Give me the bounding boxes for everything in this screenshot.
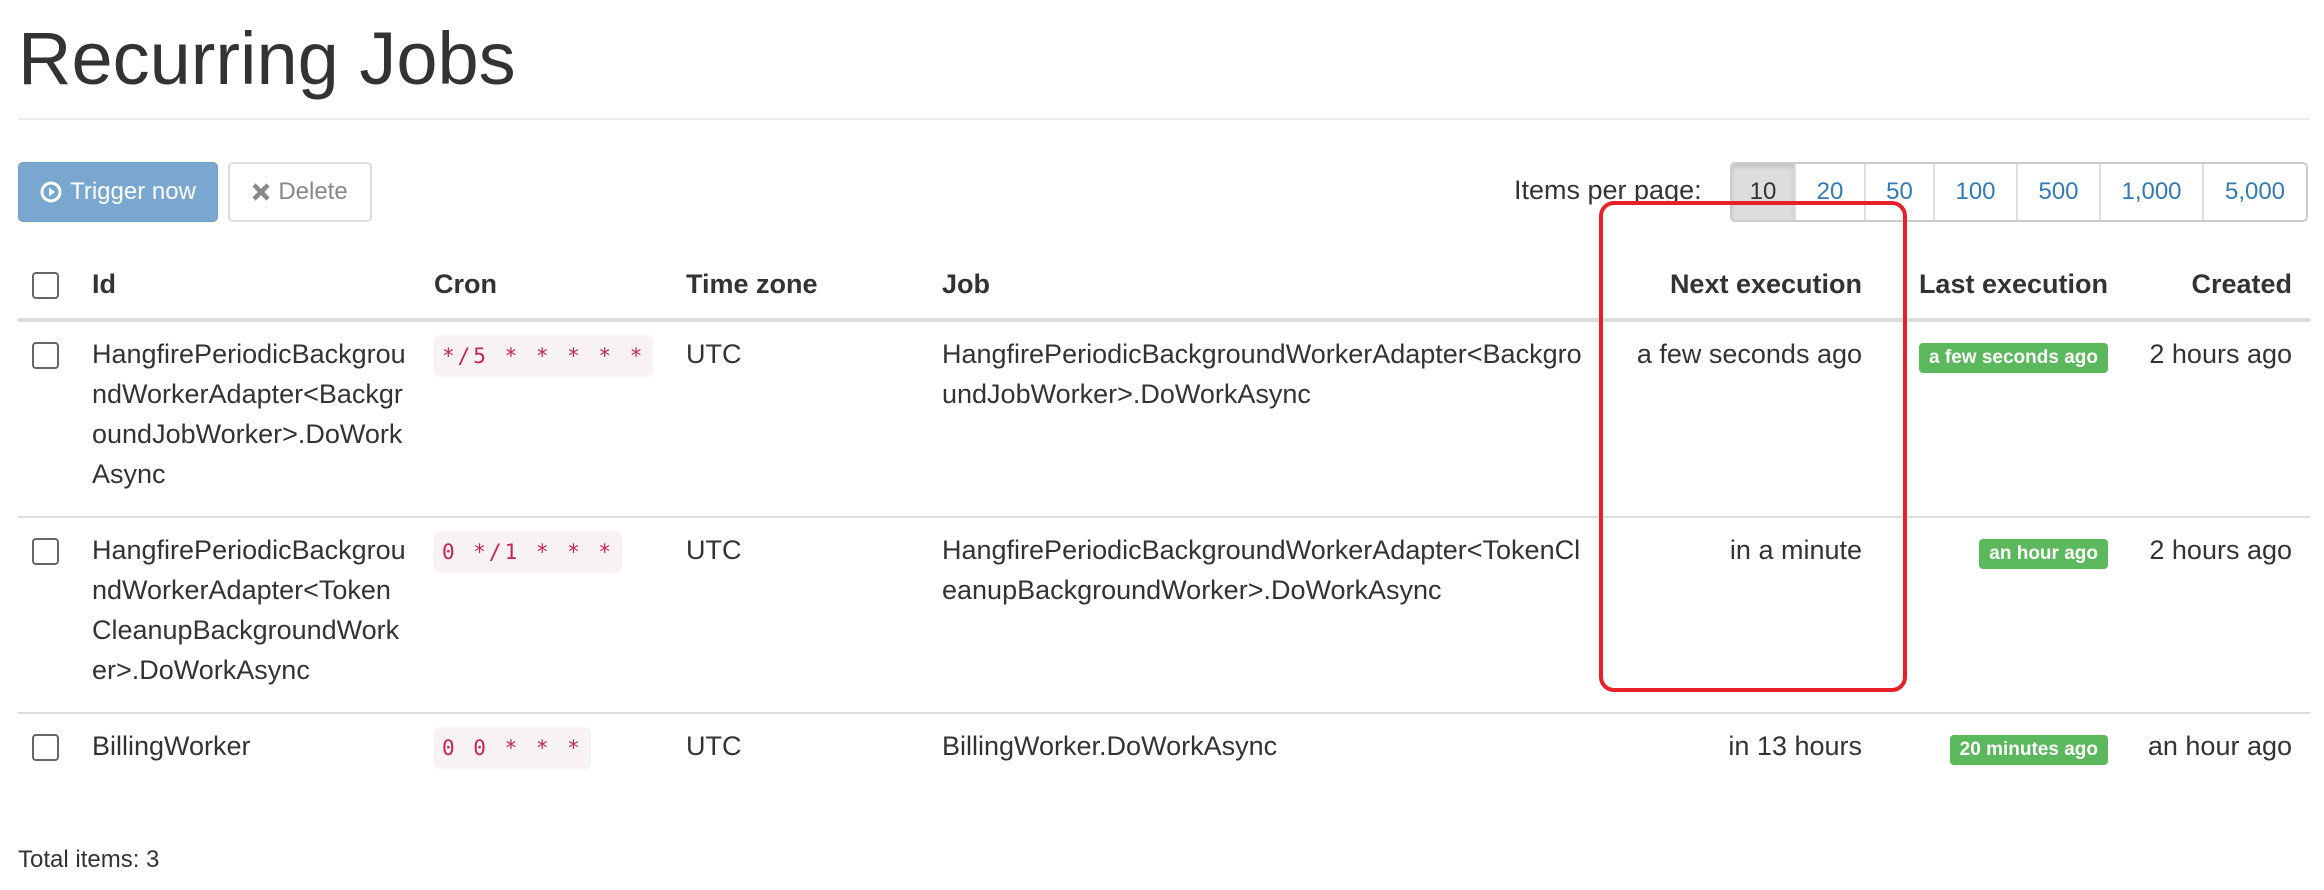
table-row: HangfirePeriodicBackgroundWorkerAdapter<… [18, 516, 2310, 713]
next-execution: in 13 hours [1590, 712, 1880, 794]
last-execution-badge[interactable]: a few seconds ago [1919, 343, 2108, 373]
page-size-1000[interactable]: 1,000 [2099, 164, 2202, 220]
page-size-5000[interactable]: 5,000 [2202, 164, 2306, 220]
divider [18, 118, 2310, 120]
header-job[interactable]: Job [928, 250, 1590, 322]
last-execution-badge[interactable]: an hour ago [1979, 539, 2108, 569]
timezone: UTC [686, 339, 742, 369]
close-icon [252, 183, 270, 201]
created: an hour ago [2126, 712, 2310, 794]
job-name: BillingWorker.DoWorkAsync [928, 712, 1590, 794]
last-execution-badge[interactable]: 20 minutes ago [1949, 735, 2108, 765]
header-timezone[interactable]: Time zone [672, 250, 928, 322]
job-name: HangfirePeriodicBackgroundWorkerAdapter<… [928, 516, 1590, 713]
page-size-100[interactable]: 100 [1933, 164, 2016, 220]
page-size-10[interactable]: 10 [1732, 164, 1794, 220]
header-next-execution[interactable]: Next execution [1590, 250, 1880, 322]
trigger-now-button[interactable]: Trigger now [18, 162, 218, 222]
job-id[interactable]: HangfirePeriodicBackgroundWorkerAdapter<… [92, 339, 406, 489]
page-size-500[interactable]: 500 [2016, 164, 2099, 220]
job-id[interactable]: HangfirePeriodicBackgroundWorkerAdapter<… [78, 516, 420, 713]
play-circle-icon [40, 181, 62, 203]
page-size-20[interactable]: 20 [1794, 164, 1864, 220]
row-checkbox[interactable] [32, 734, 59, 761]
select-all-checkbox[interactable] [32, 271, 59, 299]
cron-expression: */5 * * * * * [434, 335, 654, 377]
created: 2 hours ago [2149, 339, 2292, 369]
table-row: HangfirePeriodicBackgroundWorkerAdapter<… [18, 320, 2310, 517]
created: 2 hours ago [2126, 516, 2310, 713]
cron-expression: 0 0 * * * [434, 727, 591, 769]
recurring-jobs-table: Id Cron Time zone Job Next execution Las… [18, 250, 2310, 794]
row-checkbox[interactable] [32, 538, 59, 565]
items-per-page-selector: 10 20 50 100 500 1,000 5,000 [1730, 162, 2308, 222]
trigger-now-label: Trigger now [70, 178, 196, 205]
total-items: Total items: 3 [18, 846, 160, 873]
items-per-page-label: Items per page: [1514, 175, 1702, 205]
header-created[interactable]: Created [2126, 250, 2310, 322]
timezone: UTC [672, 516, 928, 713]
delete-button[interactable]: Delete [228, 162, 372, 222]
next-execution: in a minute [1590, 516, 1880, 713]
page-size-50[interactable]: 50 [1864, 164, 1933, 220]
delete-label: Delete [278, 178, 348, 205]
job-id[interactable]: BillingWorker [78, 712, 420, 794]
page-title: Recurring Jobs [18, 17, 516, 100]
header-cron[interactable]: Cron [420, 250, 672, 322]
job-name: HangfirePeriodicBackgroundWorkerAdapter<… [942, 339, 1582, 409]
cron-expression: 0 */1 * * * [434, 531, 623, 573]
timezone: UTC [672, 712, 928, 794]
row-checkbox[interactable] [32, 342, 59, 369]
table-header-row: Id Cron Time zone Job Next execution Las… [18, 250, 2310, 322]
next-execution: a few seconds ago [1636, 339, 1862, 369]
header-id[interactable]: Id [78, 250, 420, 322]
header-last-execution[interactable]: Last execution [1880, 250, 2126, 322]
table-row: BillingWorker 0 0 * * * UTC BillingWorke… [18, 712, 2310, 794]
